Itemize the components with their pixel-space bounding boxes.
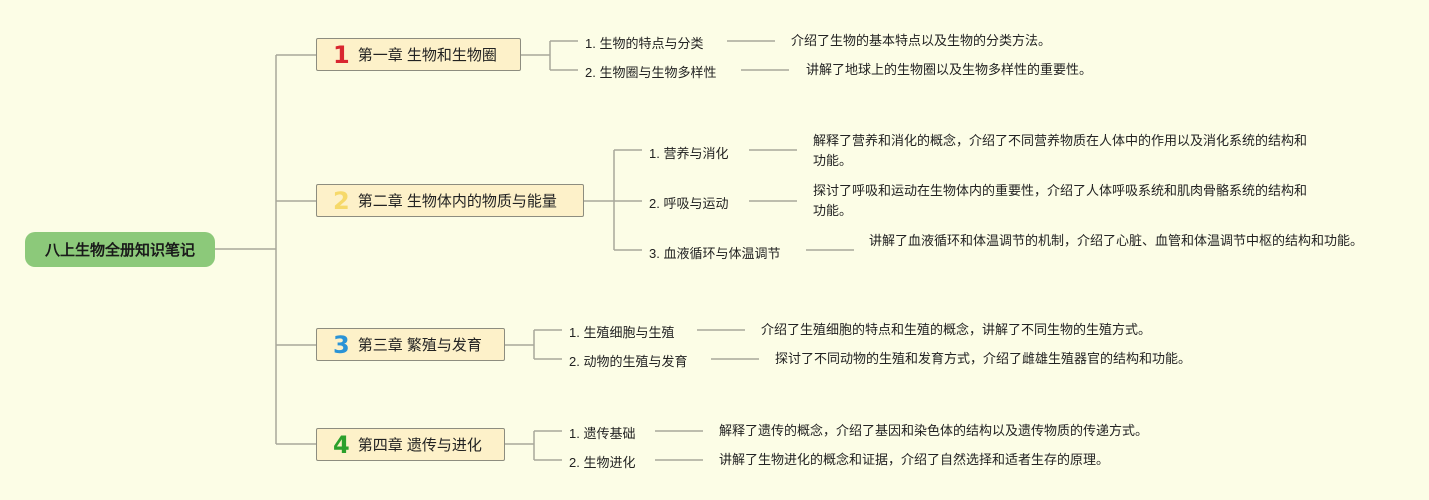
section-description: 讲解了生物进化的概念和证据，介绍了自然选择和适者生存的原理。 [719,452,1110,467]
section-description: 解释了遗传的概念，介绍了基因和染色体的结构以及遗传物质的传递方式。 [719,423,1149,438]
section-description: 探讨了不同动物的生殖和发育方式，介绍了雌雄生殖器官的结构和功能。 [775,351,1192,366]
section-title[interactable]: 1. 营养与消化 [649,146,729,161]
chapter-number-badge: 4 [333,430,350,459]
section-description: 解释了营养和消化的概念，介绍了不同营养物质在人体中的作用以及消化系统的结构和功能… [813,133,1308,168]
section-title[interactable]: 2. 生物圈与生物多样性 [585,65,717,80]
chapter-number-badge: 1 [333,40,350,69]
root-node[interactable]: 八上生物全册知识笔记 [25,232,215,267]
chapter-title: 第三章 繁殖与发育 [357,337,482,354]
chapter-number-badge: 2 [333,186,350,215]
chapter-4-node[interactable]: 4 第四章 遗传与进化 [316,428,505,461]
section-title[interactable]: 2. 动物的生殖与发育 [569,354,688,369]
chapter-title: 第四章 遗传与进化 [357,437,482,454]
root-title: 八上生物全册知识笔记 [44,242,195,259]
section-description: 讲解了地球上的生物圈以及生物多样性的重要性。 [806,62,1093,77]
section-title[interactable]: 1. 遗传基础 [569,426,636,441]
chapter-title: 第二章 生物体内的物质与能量 [357,193,557,210]
section-description: 探讨了呼吸和运动在生物体内的重要性，介绍了人体呼吸系统和肌肉骨骼系统的结构和功能… [813,183,1308,218]
chapter-1-node[interactable]: 1 第一章 生物和生物圈 [316,38,521,71]
section-description: 讲解了血液循环和体温调节的机制，介绍了心脏、血管和体温调节中枢的结构和功能。 [869,233,1364,248]
chapter-title: 第一章 生物和生物圈 [357,47,497,64]
section-title[interactable]: 2. 呼吸与运动 [649,196,729,211]
section-title[interactable]: 1. 生物的特点与分类 [585,36,704,51]
chapter-2-node[interactable]: 2 第二章 生物体内的物质与能量 [316,184,584,217]
chapter-number-badge: 3 [333,330,350,359]
section-title[interactable]: 1. 生殖细胞与生殖 [569,325,675,340]
section-description: 介绍了生物的基本特点以及生物的分类方法。 [791,33,1052,48]
section-description: 介绍了生殖细胞的特点和生殖的概念，讲解了不同生物的生殖方式。 [761,322,1152,337]
chapter-3-node[interactable]: 3 第三章 繁殖与发育 [316,328,505,361]
section-title[interactable]: 3. 血液循环与体温调节 [649,246,781,261]
section-title[interactable]: 2. 生物进化 [569,455,636,470]
